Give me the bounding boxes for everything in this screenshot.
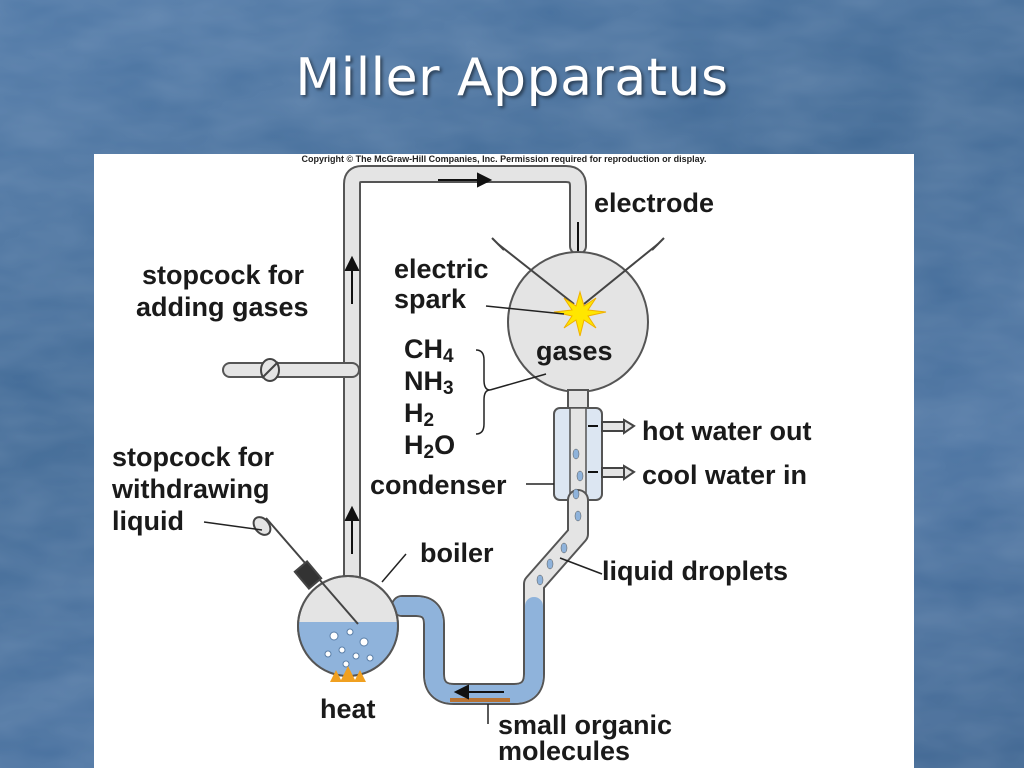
leader-lines xyxy=(203,305,603,724)
label-liquid-droplets: liquid droplets xyxy=(602,556,788,586)
miller-apparatus-diagram xyxy=(203,165,665,724)
label-nh3: NH3 xyxy=(404,366,454,399)
label-ch4: CH4 xyxy=(404,334,454,367)
copyright-notice: Copyright © The McGraw-Hill Companies, I… xyxy=(301,154,707,164)
label-h2o: H2O xyxy=(404,430,456,463)
label-stopcock-liquid-1: stopcock for xyxy=(112,442,275,472)
spark-icon xyxy=(553,290,607,337)
liquid-stopcock-icon xyxy=(252,516,359,625)
label-spark: spark xyxy=(394,284,467,314)
label-electric: electric xyxy=(394,254,489,284)
gas-stopcock-icon xyxy=(260,358,280,382)
label-gases: gases xyxy=(536,336,613,366)
label-stopcock-gases-2: adding gases xyxy=(136,292,309,322)
flame-icon xyxy=(330,666,366,682)
label-h2: H2 xyxy=(404,398,435,431)
slide-title: Miller Apparatus xyxy=(295,48,729,108)
circulation-tube xyxy=(345,167,585,601)
label-small-organic-1: small organic xyxy=(498,710,673,740)
label-boiler: boiler xyxy=(420,538,494,568)
electrode-icon xyxy=(491,237,665,305)
organic-molecules xyxy=(450,698,510,702)
label-condenser: condenser xyxy=(370,470,507,500)
label-cool-water-in: cool water in xyxy=(642,460,808,490)
trap-water xyxy=(393,597,543,703)
label-stopcock-liquid-2: withdrawing xyxy=(112,474,270,504)
diagram-panel: Copyright © The McGraw-Hill Companies, I… xyxy=(94,154,914,768)
label-hot-water-out: hot water out xyxy=(642,416,812,446)
label-small-organic-2: molecules xyxy=(498,736,631,766)
bubbles-icon xyxy=(324,628,374,668)
label-electrode: electrode xyxy=(594,188,715,218)
droplets-icon xyxy=(536,448,584,586)
label-heat: heat xyxy=(320,694,376,724)
label-stopcock-gases-1: stopcock for xyxy=(142,260,305,290)
water-port-icon xyxy=(601,418,636,481)
label-stopcock-liquid-3: liquid xyxy=(112,506,184,536)
